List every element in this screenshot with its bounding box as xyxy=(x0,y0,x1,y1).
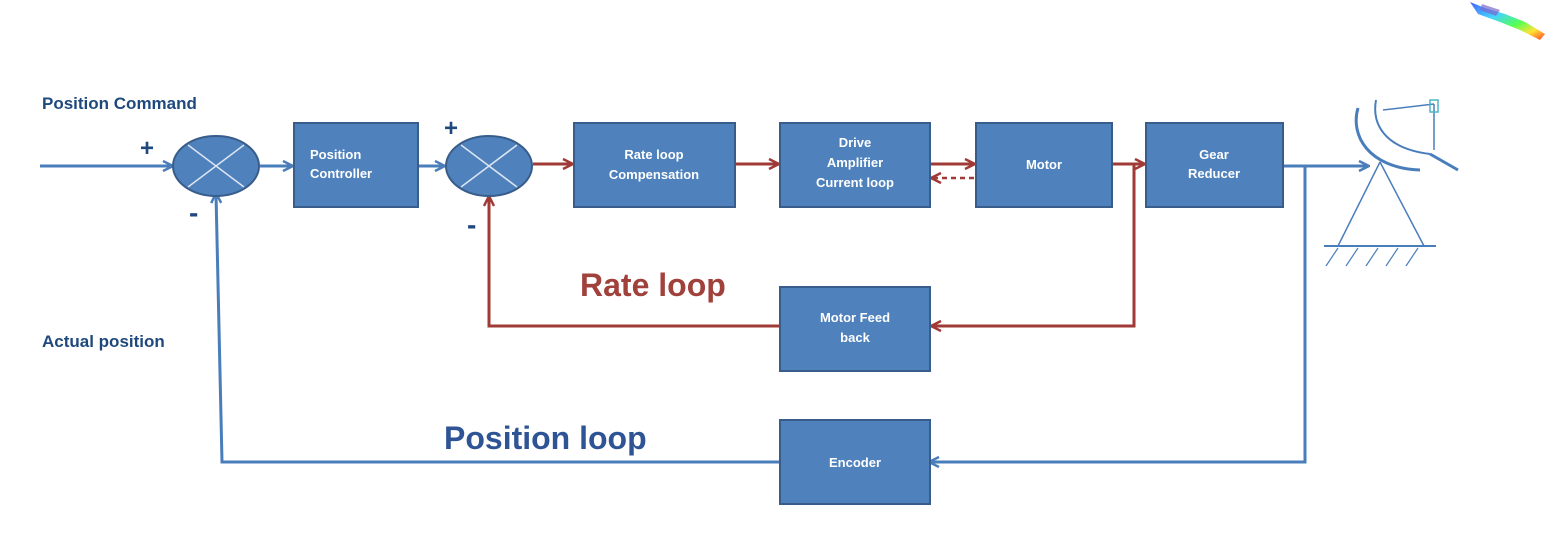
drive-amplifier-line2: Amplifier xyxy=(827,155,883,170)
motor-line1: Motor xyxy=(1026,157,1062,172)
motor-feedback-block: Motor Feed back xyxy=(779,286,931,372)
drive-amplifier-block: Drive Amplifier Current loop xyxy=(779,122,931,208)
drive-amplifier-line1: Drive xyxy=(839,135,872,150)
encoder-line1: Encoder xyxy=(829,455,881,470)
rate-loop-lines xyxy=(489,164,1144,326)
encoder-block: Encoder xyxy=(779,419,931,505)
rate-loop-compensation-line1: Rate loop xyxy=(624,147,683,162)
position-loop-lines xyxy=(40,166,1368,462)
motor-block: Motor xyxy=(975,122,1113,208)
position-command-label: Position Command xyxy=(42,94,197,113)
motor-feedback-line1: Motor Feed xyxy=(820,310,890,325)
drive-amplifier-line3: Current loop xyxy=(816,175,894,190)
sum1-minus-sign: - xyxy=(189,197,198,228)
position-loop-label: Position loop xyxy=(444,420,647,456)
rate-loop-label: Rate loop xyxy=(580,267,726,303)
position-controller-block: Position Controller xyxy=(293,122,419,208)
motor-feedback-line2: back xyxy=(840,330,870,345)
rate-loop-compensation-line2: Compensation xyxy=(609,167,699,182)
summing-junction-2 xyxy=(445,135,533,197)
rate-loop-compensation-block: Rate loop Compensation xyxy=(573,122,736,208)
antenna-dish-icon xyxy=(1324,99,1459,267)
corner-decoration-icon xyxy=(1470,2,1545,40)
actual-position-label: Actual position xyxy=(42,332,165,351)
gear-reducer-block: Gear Reducer xyxy=(1145,122,1284,208)
sum1-plus-sign: + xyxy=(140,135,154,162)
gear-reducer-line2: Reducer xyxy=(1188,166,1240,181)
position-controller-line2: Controller xyxy=(310,166,372,181)
summing-junction-1 xyxy=(172,135,260,197)
sum2-plus-sign: + xyxy=(444,115,458,142)
gear-reducer-line1: Gear xyxy=(1199,147,1229,162)
position-controller-line1: Position xyxy=(310,147,361,162)
sum2-minus-sign: - xyxy=(467,209,476,240)
